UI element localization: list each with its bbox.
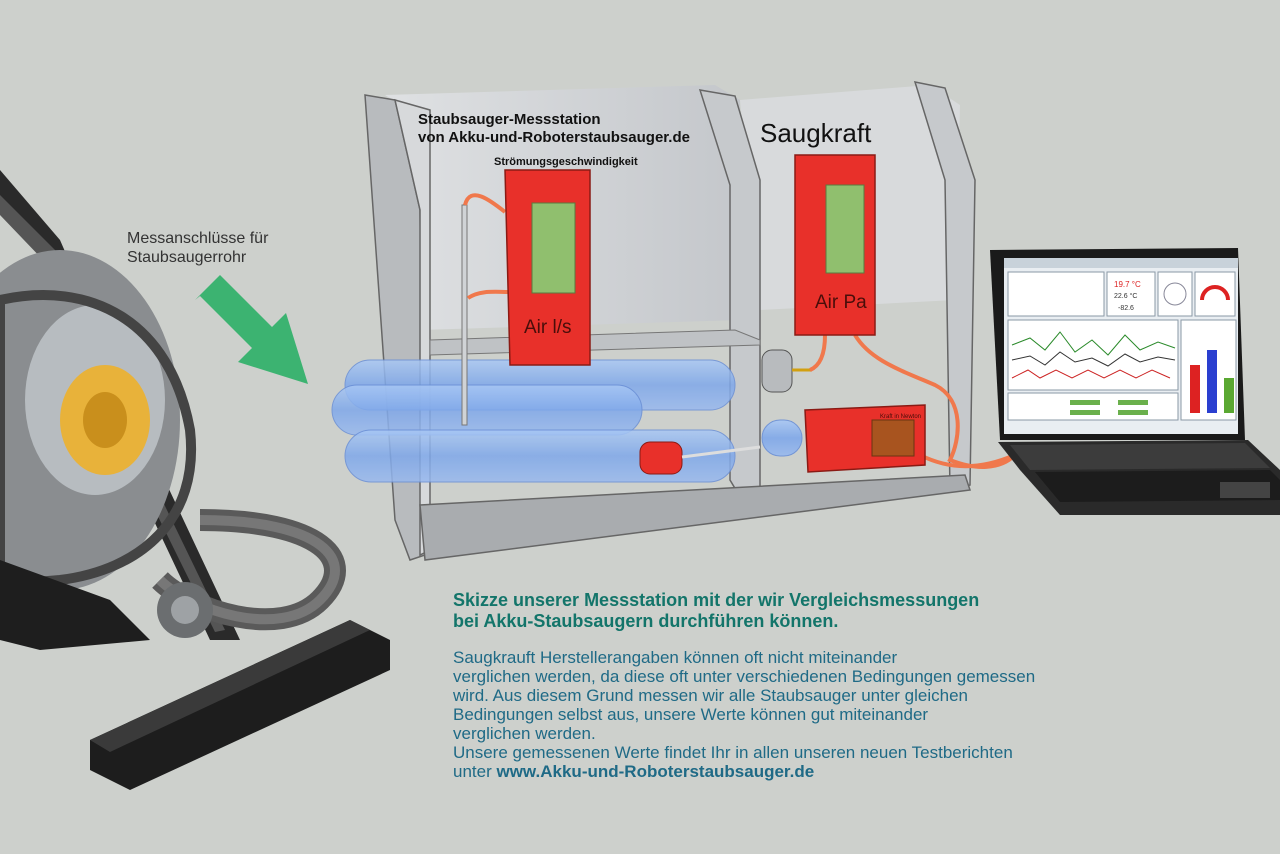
caption-line: verglichen werden. [453, 724, 596, 743]
caption-body: Saugkrauft Herstellerangaben können oft … [453, 648, 1253, 781]
ports-label: Messanschlüsse für Staubsaugerrohr [127, 229, 268, 267]
ports-label-line1: Messanschlüsse für [127, 230, 269, 247]
flow-label: Strömungsgeschwindigkeit [494, 156, 638, 168]
caption-last-line: unter www.Akku-und-Roboterstaubsauger.de [453, 762, 1253, 781]
station-box [364, 81, 976, 561]
flow-meter [504, 169, 591, 366]
caption-heading-line2: bei Akku-Staubsaugern durchführen können… [453, 611, 839, 631]
caption-line: Unsere gemessenen Werte findet Ihr in al… [453, 743, 1013, 762]
station-title-line2: von Akku-und-Roboterstaubsauger.de [418, 129, 690, 146]
laptop-readout-temp2: 22.6 °C [1114, 292, 1137, 300]
pressure-meter [794, 154, 876, 336]
caption-line: Saugkrauft Herstellerangaben können oft … [453, 648, 898, 667]
force-meter-text: Kraft in Newton [880, 414, 921, 420]
suction-label: Saugkraft [760, 118, 872, 148]
caption-block: Skizze unserer Messstation mit der wir V… [453, 590, 1253, 781]
laptop-readout-temp: 19.7 °C [1114, 280, 1141, 289]
laptop-readout-value: -82.6 [1118, 305, 1134, 312]
website-link[interactable]: www.Akku-und-Roboterstaubsauger.de [496, 762, 815, 781]
caption-last-prefix: unter [453, 762, 497, 781]
caption-line: verglichen werden, da diese oft unter ve… [453, 667, 1036, 686]
ports-label-line2: Staubsaugerrohr [127, 249, 247, 266]
caption-line: wird. Aus diesem Grund messen wir alle S… [453, 686, 968, 705]
pressure-meter-text: Air Pa [815, 292, 867, 313]
laptop: 19.7 °C 22.6 °C -82.6 [990, 248, 1280, 515]
test-tubes [331, 204, 812, 483]
caption-line: Bedingungen selbst aus, unsere Werte kön… [453, 705, 929, 724]
station-title-line1: Staubsauger-Messstation [418, 111, 601, 128]
caption-heading-line1: Skizze unserer Messstation mit der wir V… [453, 590, 980, 610]
caption-heading: Skizze unserer Messstation mit der wir V… [453, 590, 1253, 632]
arrow-icon [195, 275, 308, 384]
station-labels: Staubsauger-Messstation von Akku-und-Rob… [418, 111, 921, 420]
force-meter [804, 404, 926, 473]
vacuum-cleaner-illustration [0, 170, 390, 790]
flow-meter-text: Air l/s [524, 317, 572, 338]
cables [463, 193, 1017, 469]
